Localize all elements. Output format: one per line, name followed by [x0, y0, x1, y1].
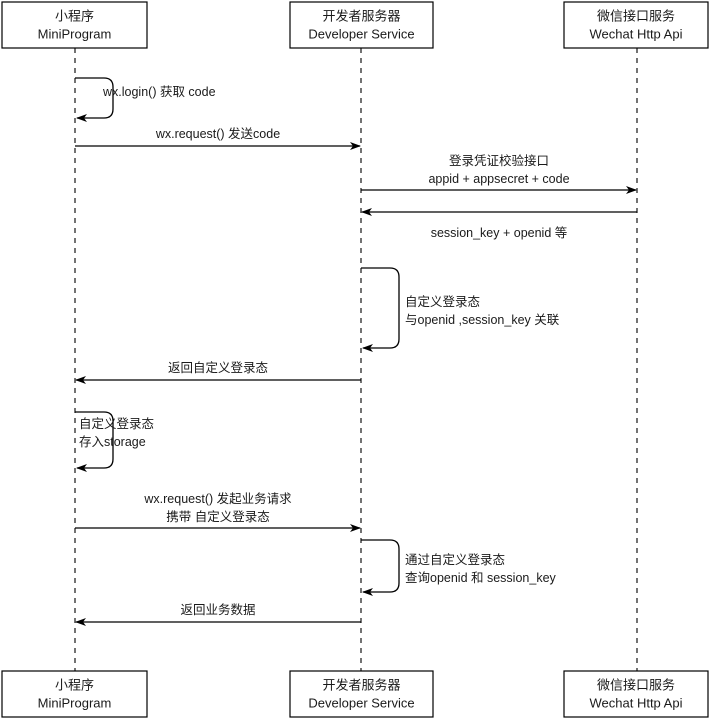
actor-box-developer-service — [289, 1, 434, 49]
actor-name-cn-miniprogram-footer: 小程序 — [55, 677, 94, 692]
actor-name-cn-developer-service: 开发者服务器 — [322, 8, 400, 23]
messages-layer: wx.login() 获取 code wx.request() 发送code 登录凭… — [75, 77, 637, 626]
message-label-msg-wx-request-business-line-2: 携带 自定义登录态 — [166, 509, 269, 524]
message-label-msg-return-custom-login-state-line-1: 返回自定义登录态 — [168, 360, 268, 375]
message-label-msg-session-key-openid-line-1: session_key + openid 等 — [431, 225, 568, 240]
message-label-msg-wx-request-business-line-1: wx.request() 发起业务请求 — [143, 491, 292, 506]
actor-name-en-wechat-http-api-footer: Wechat Http Api — [590, 695, 683, 710]
actor-name-en-miniprogram: MiniProgram — [38, 26, 112, 41]
actor-wechat-http-api-footer: 微信接口服务 Wechat Http Api — [563, 670, 709, 718]
actor-miniprogram-footer: 小程序 MiniProgram — [1, 670, 148, 718]
actor-miniprogram: 小程序 MiniProgram — [1, 1, 148, 49]
actor-box-wechat-http-api — [563, 1, 709, 49]
actor-name-cn-developer-service-footer: 开发者服务器 — [322, 677, 400, 692]
self-message-loop-msg-wx-login — [75, 77, 114, 122]
message-label-msg-login-verify-api-line-1: 登录凭证校验接口 — [449, 153, 549, 168]
self-message-loop-msg-query-openid-session — [361, 539, 400, 596]
actor-box-miniprogram — [1, 1, 148, 49]
actor-box-wechat-http-api-footer — [563, 670, 709, 718]
message-label-msg-custom-login-state-assoc-line-1: 自定义登录态 — [405, 294, 480, 309]
actor-name-cn-miniprogram: 小程序 — [55, 8, 94, 23]
message-label-msg-store-login-state-line-2: 存入storage — [79, 435, 146, 449]
message-msg-query-openid-session[interactable] — [361, 539, 400, 596]
self-message-loop-msg-store-login-state — [75, 411, 114, 472]
message-msg-wx-login[interactable] — [75, 77, 114, 122]
actor-name-en-developer-service-footer: Developer Service — [308, 695, 414, 710]
actor-developer-service: 开发者服务器 Developer Service — [289, 1, 434, 49]
message-label-msg-query-openid-session-line-1: 通过自定义登录态 — [405, 552, 505, 567]
actor-box-miniprogram-footer — [1, 670, 148, 718]
message-label-msg-login-verify-api-line-2: appid + appsecret + code — [428, 172, 569, 186]
actor-name-en-wechat-http-api: Wechat Http Api — [590, 26, 683, 41]
actor-name-en-developer-service: Developer Service — [308, 26, 414, 41]
actor-developer-service-footer: 开发者服务器 Developer Service — [289, 670, 434, 718]
message-label-msg-store-login-state-line-1: 自定义登录态 — [79, 416, 154, 431]
actor-wechat-http-api: 微信接口服务 Wechat Http Api — [563, 1, 709, 49]
message-label-msg-query-openid-session-line-2: 查询openid 和 session_key — [405, 571, 557, 585]
actor-box-developer-service-footer — [289, 670, 434, 718]
message-label-msg-return-business-data-line-1: 返回业务数据 — [180, 602, 255, 617]
message-msg-store-login-state[interactable] — [75, 411, 114, 472]
actor-name-en-miniprogram-footer: MiniProgram — [38, 695, 112, 710]
actor-name-cn-wechat-http-api-footer: 微信接口服务 — [597, 677, 675, 692]
lifelines-layer — [74, 48, 638, 671]
self-message-loop-msg-custom-login-state-assoc — [361, 267, 400, 352]
message-label-msg-wx-login-line-1: wx.login() 获取 code — [102, 85, 216, 99]
message-label-msg-custom-login-state-assoc-line-2: 与openid ,session_key 关联 — [405, 313, 560, 327]
message-msg-custom-login-state-assoc[interactable] — [361, 267, 400, 352]
actor-name-cn-wechat-http-api: 微信接口服务 — [597, 8, 675, 23]
message-label-msg-wx-request-code-line-1: wx.request() 发送code — [155, 126, 280, 141]
